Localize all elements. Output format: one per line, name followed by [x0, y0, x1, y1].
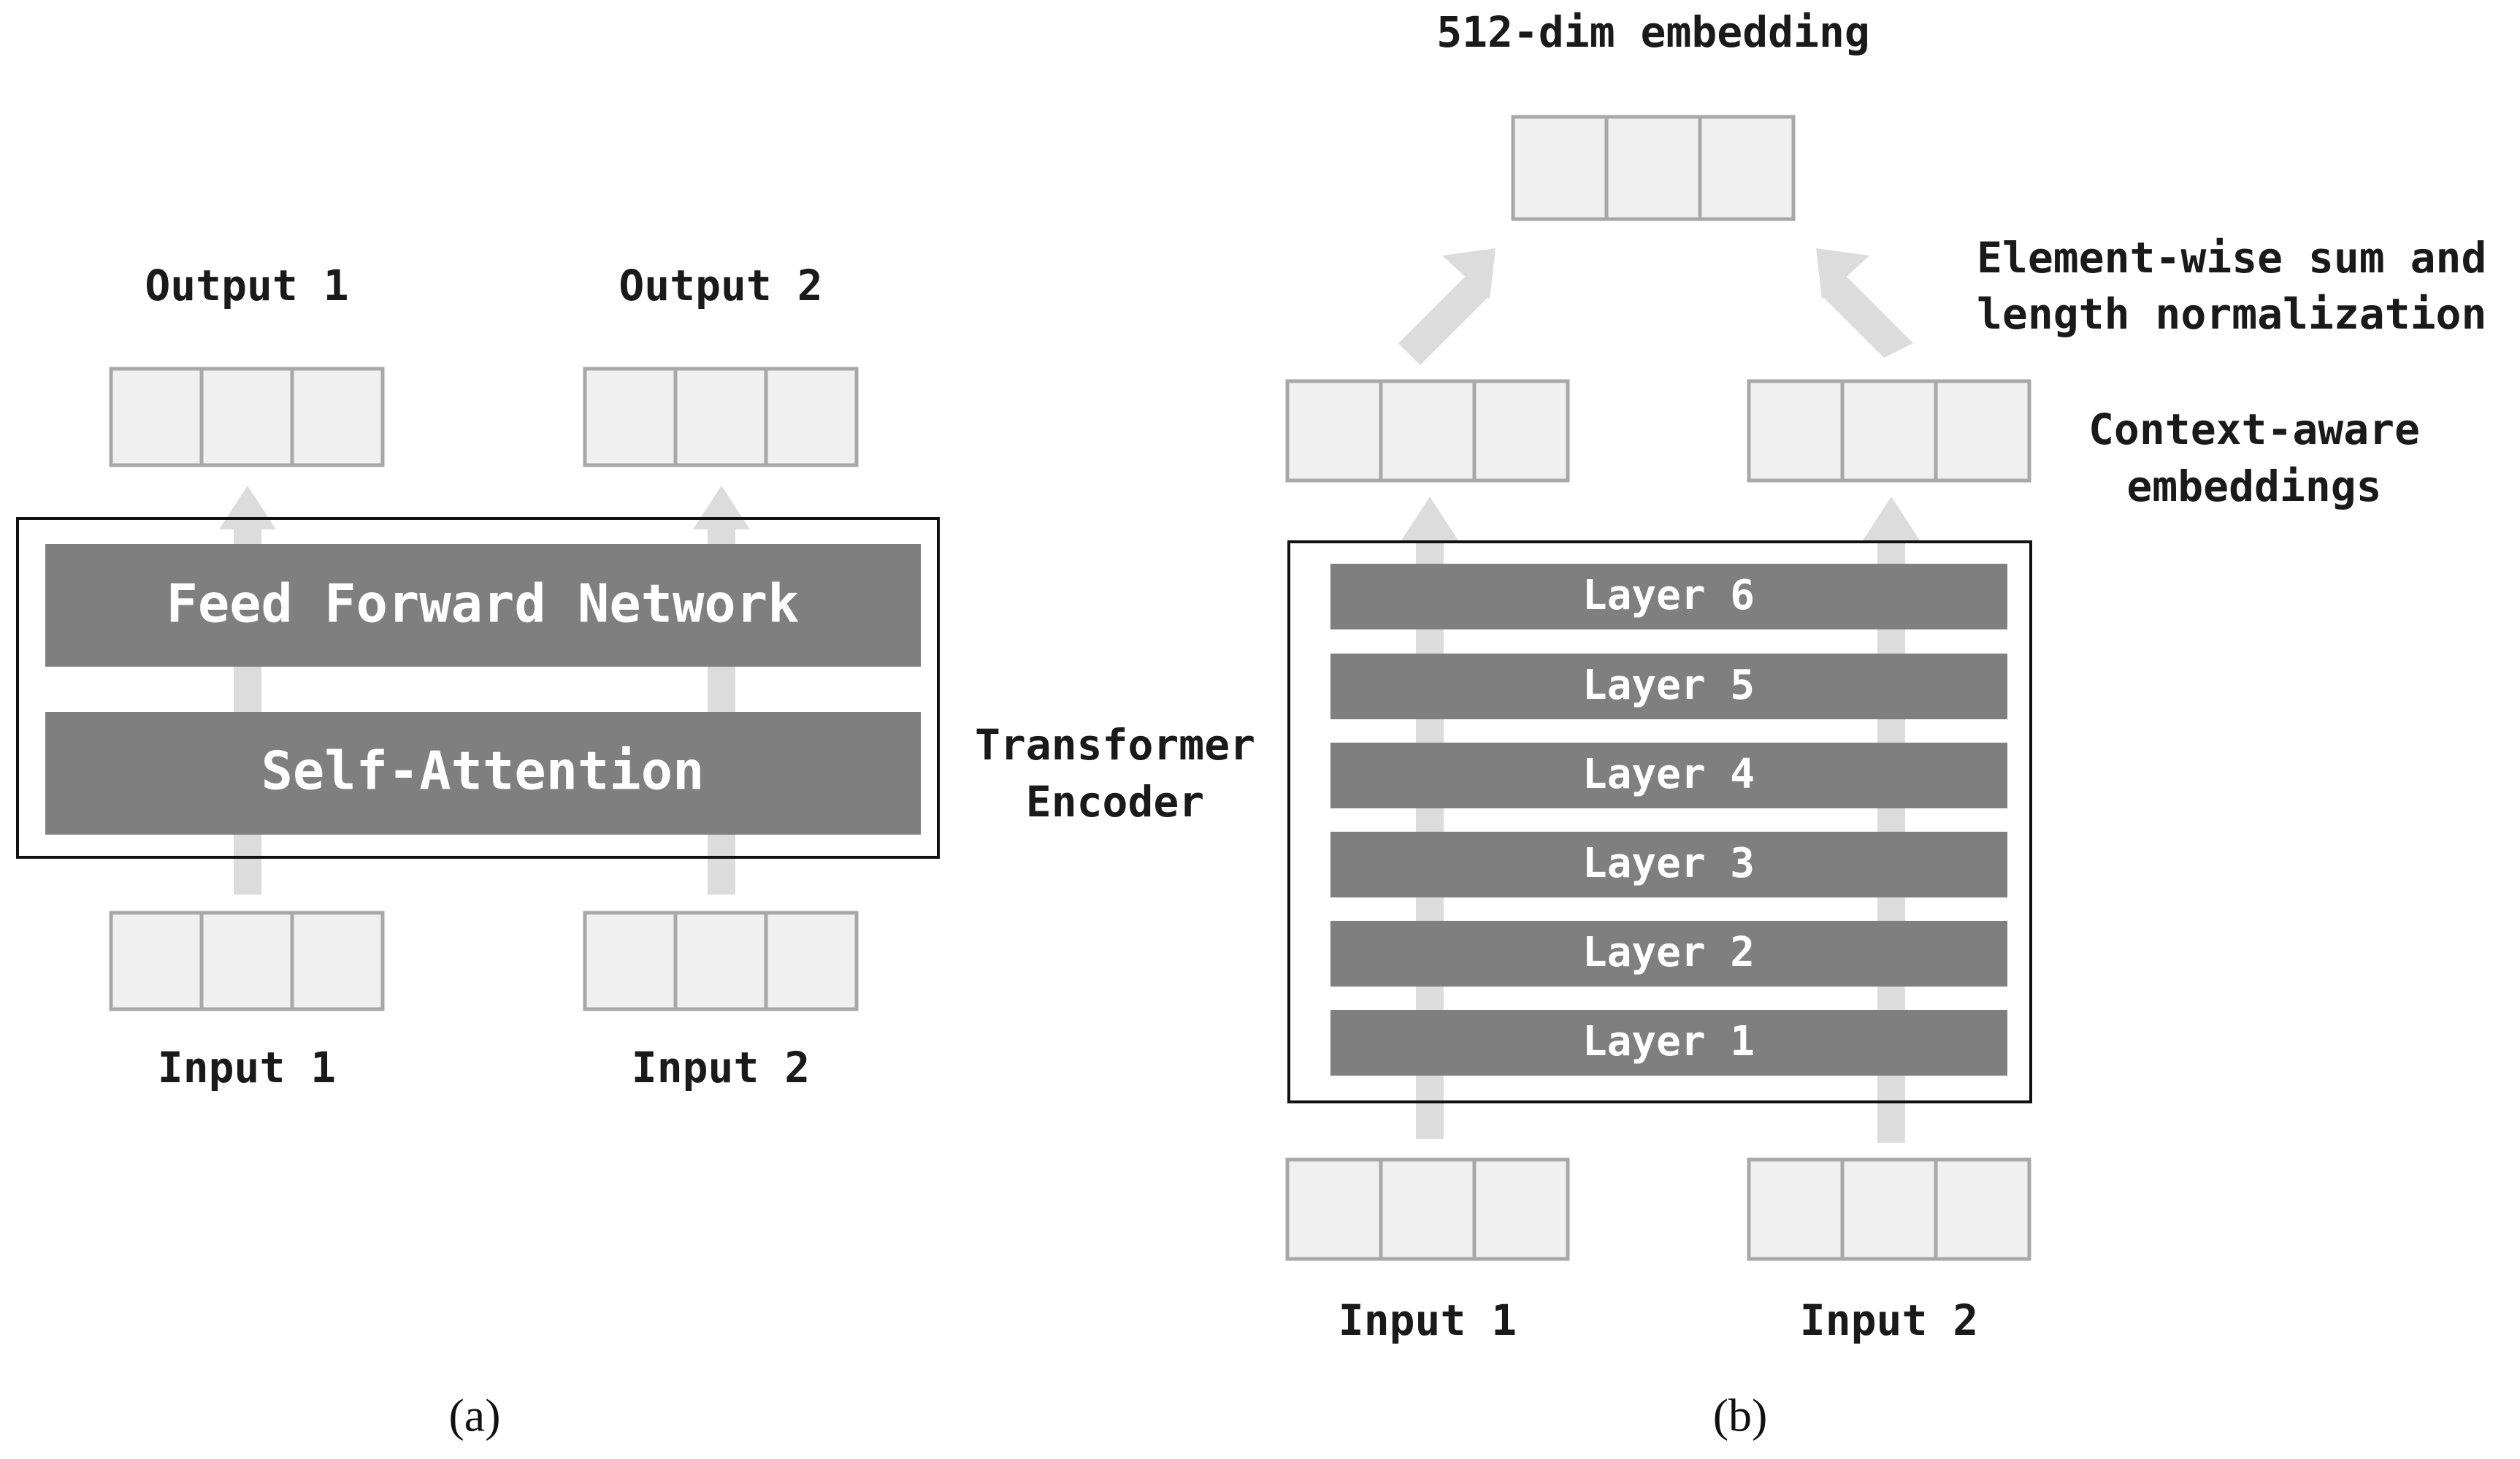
sum-arrow-right — [1816, 248, 1913, 358]
output-vector-2 — [583, 367, 859, 467]
layer-5-label: Layer 5 — [1582, 662, 1755, 709]
output-vector-1 — [109, 367, 385, 467]
layer-2-block — [1330, 921, 2007, 987]
layer-5-block — [1330, 654, 2007, 719]
context-label-line-1: Context-aware — [2088, 405, 2420, 454]
panel-a-caption: (a) — [448, 1390, 500, 1441]
layer-1-block — [1330, 1010, 2007, 1076]
input-vector-2 — [583, 911, 859, 1011]
context-label-line-2: embeddings — [2126, 462, 2381, 511]
layer-3-label: Layer 3 — [1582, 840, 1755, 887]
layer-4-label: Layer 4 — [1582, 751, 1755, 798]
input-label-2: Input 2 — [632, 1043, 810, 1092]
panel-a-encoder-frame — [16, 517, 940, 859]
sum-label-line-2: length normalization — [1977, 289, 2486, 339]
panel-b-input-label-2: Input 2 — [1800, 1295, 1978, 1345]
layer-2-label: Layer 2 — [1582, 929, 1755, 976]
input-label-1: Input 1 — [158, 1043, 336, 1092]
sum-label-line-1: Element-wise sum and — [1977, 233, 2486, 283]
sum-arrow-left — [1398, 248, 1495, 365]
layer-3-block — [1330, 832, 2007, 897]
encoder-label-line-2: Encoder — [1026, 777, 1204, 827]
self-attention-block — [45, 712, 921, 835]
ffn-label: Feed Forward Network — [166, 573, 800, 635]
encoder-label-line-1: Transformer — [975, 720, 1255, 770]
context-embedding-vector-2 — [1747, 379, 2031, 483]
panel-b-caption: (b) — [1713, 1390, 1768, 1441]
panel-b-input-label-1: Input 1 — [1338, 1295, 1517, 1345]
input-vector-1 — [109, 911, 385, 1011]
panel-b-input-vector-1 — [1285, 1157, 1570, 1261]
output-label-1: Output 1 — [145, 261, 348, 310]
context-embedding-vector-1 — [1285, 379, 1570, 483]
layer-1-label: Layer 1 — [1582, 1018, 1755, 1065]
panel-b-encoder-frame — [1287, 540, 2032, 1103]
layer-6-label: Layer 6 — [1582, 572, 1755, 619]
panel-a: Feed Forward Network Self-Attention Outp… — [16, 261, 940, 1441]
output-label-2: Output 2 — [618, 261, 822, 310]
layer-4-block — [1330, 743, 2007, 808]
final-embedding-label: 512-dim embedding — [1436, 7, 1870, 57]
ffn-block — [45, 544, 921, 667]
layer-stack: Layer 6 Layer 5 Layer 4 Layer 3 Layer 2 … — [1330, 564, 2007, 1076]
final-embedding-vector — [1511, 115, 1796, 221]
panel-b: 512-dim embedding Element-wise sum and l… — [975, 7, 2486, 1441]
layer-6-block — [1330, 564, 2007, 629]
panel-b-input-vector-2 — [1747, 1157, 2031, 1261]
self-attention-label: Self-Attention — [261, 740, 705, 802]
